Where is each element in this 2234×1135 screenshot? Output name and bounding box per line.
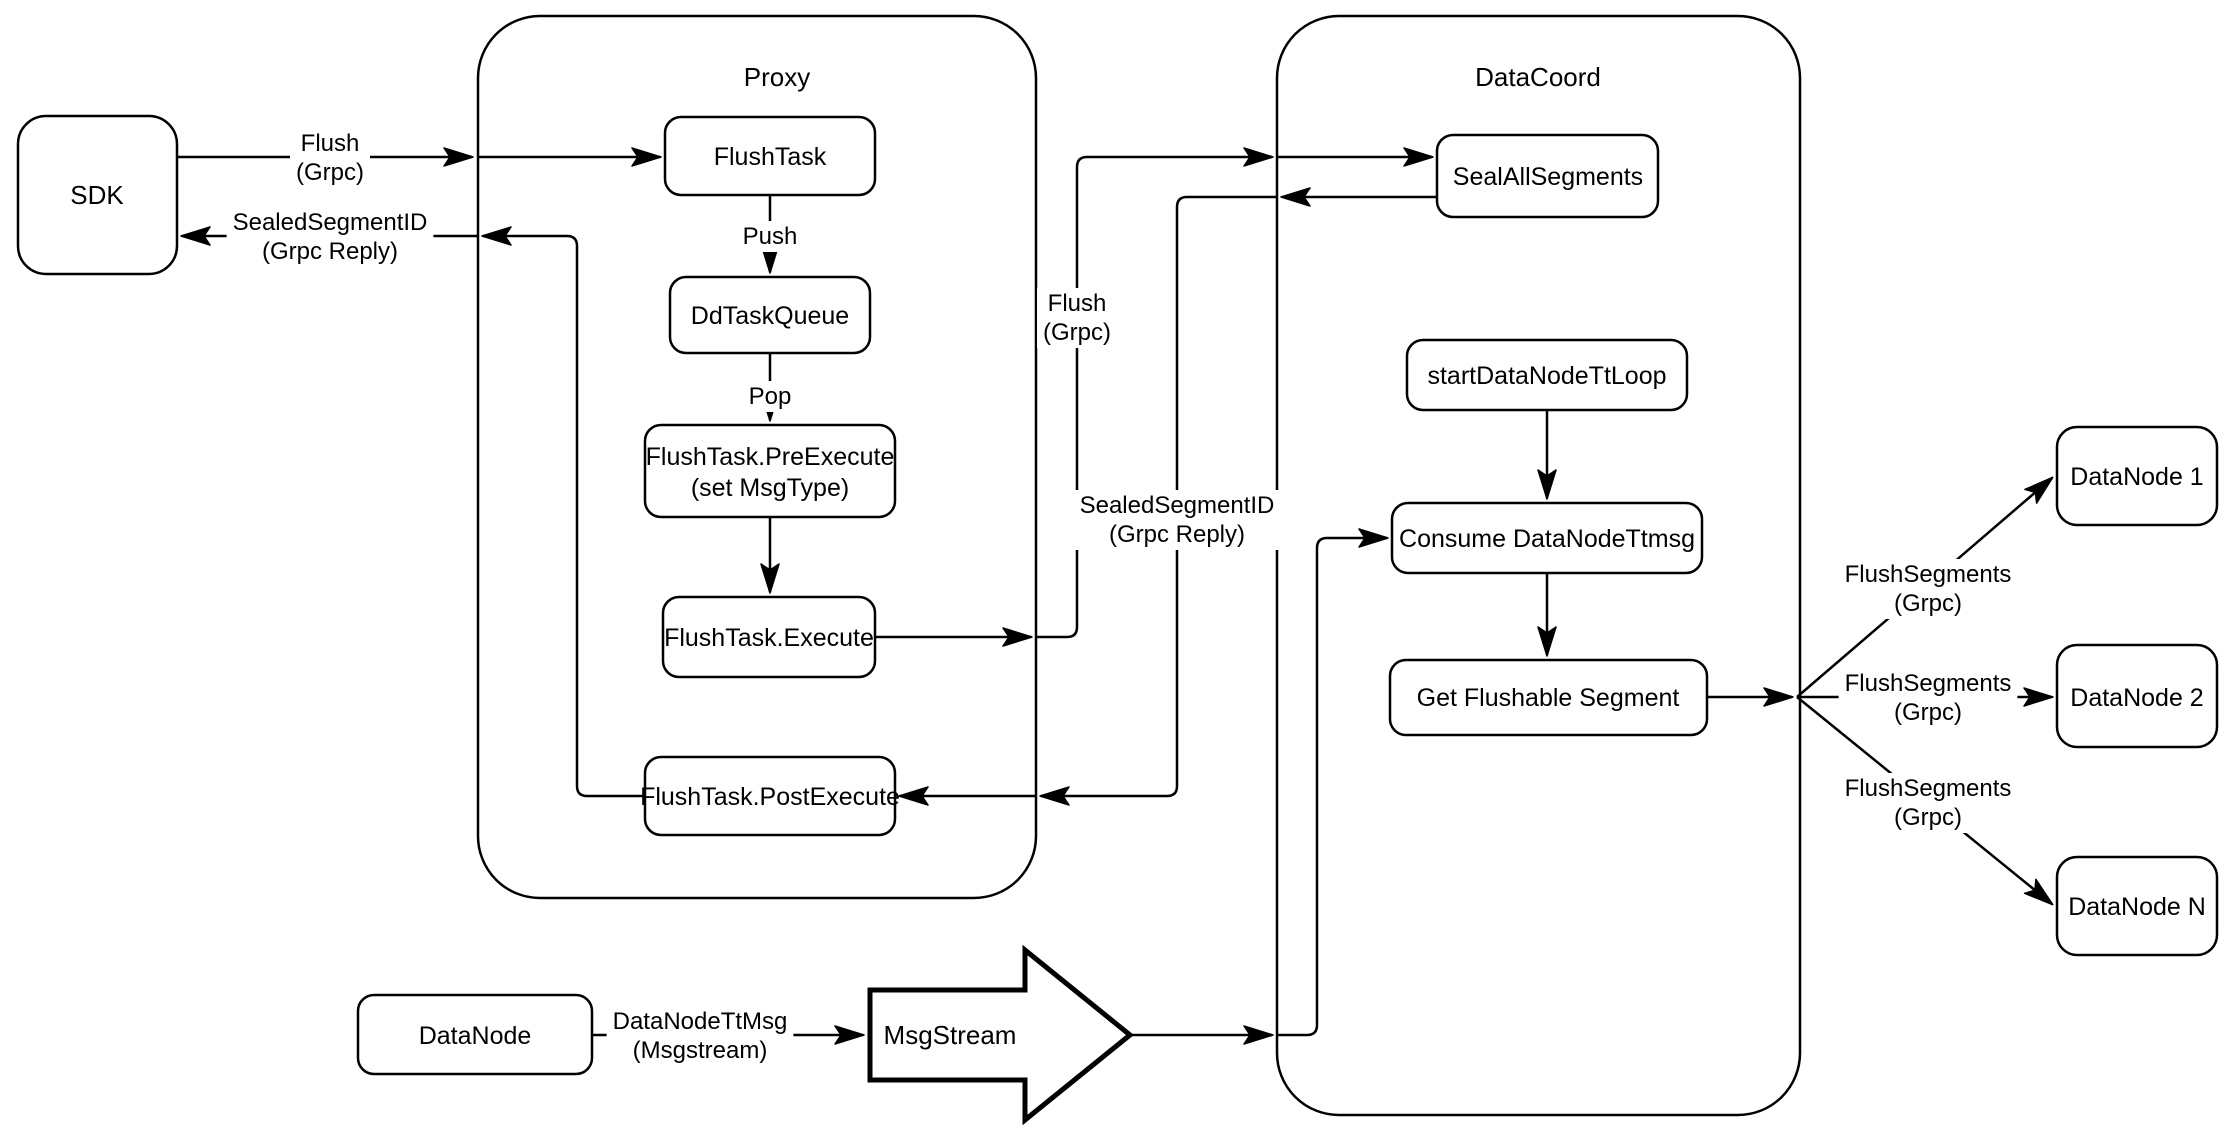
node-msgstream-arrow-shape xyxy=(867,944,1134,1126)
proxy-container: Proxy xyxy=(476,14,1038,900)
edge-label-flush-grpc-sdk-line2: (Grpc) xyxy=(296,159,364,186)
edge-label-sealedsegmentid-sdk-line2: (Grpc Reply) xyxy=(262,238,398,265)
node-flushtask-postexecute-label: FlushTask.PostExecute xyxy=(640,783,900,811)
edge-label-sealedsegmentid-sdk-line1: SealedSegmentID xyxy=(233,209,428,236)
node-flushtask-postexecute-box xyxy=(643,755,897,837)
node-flushtask-execute-label: FlushTask.Execute xyxy=(664,624,874,652)
node-consume-datanodettmsg-label: Consume DataNodeTtmsg xyxy=(1399,525,1695,553)
node-datanode1-box xyxy=(2055,425,2219,527)
node-datanode2-box xyxy=(2055,643,2219,749)
edge-label-background xyxy=(1037,288,1117,348)
node-consume-datanodettmsg-box xyxy=(1390,501,1704,575)
node-flushtask-execute-box xyxy=(661,595,877,679)
node-datanode2: DataNode 2 xyxy=(2055,643,2219,749)
edge-label-background xyxy=(226,207,434,267)
node-msgstream-label: MsgStream xyxy=(884,1020,1017,1050)
node-getflushablesegment-box xyxy=(1388,658,1709,737)
node-flushtask-preexecute-box xyxy=(643,423,897,519)
datacoord-container: DataCoord xyxy=(1275,14,1802,1117)
edge-label-background xyxy=(742,381,798,412)
node-sealallsegments: SealAllSegments xyxy=(1435,133,1660,219)
edge-label-background xyxy=(290,128,370,188)
edge-label-flushsegments-2-line1: FlushSegments xyxy=(1845,670,2012,697)
edge-label-flush-grpc-mid-line2: (Grpc) xyxy=(1043,319,1111,346)
datacoord-container-title: DataCoord xyxy=(1475,62,1601,92)
edge-label-background xyxy=(1838,559,2018,619)
node-flushtask: FlushTask xyxy=(663,115,877,197)
edge-label-pop: Pop xyxy=(742,381,798,412)
node-datanoden-label: DataNode N xyxy=(2068,893,2206,921)
edge-label-sealedsegmentid-mid: SealedSegmentID (Grpc Reply) xyxy=(1073,490,1281,550)
node-datanoden: DataNode N xyxy=(2055,855,2219,957)
node-sdk: SDK xyxy=(16,114,179,276)
node-sealallsegments-box xyxy=(1435,133,1660,219)
edge-label-datanodettmsg: DataNodeTtMsg (Msgstream) xyxy=(606,1006,794,1066)
node-flushtask-preexecute-label-line2: (set MsgType) xyxy=(691,474,849,502)
edge-label-flushsegments-n: FlushSegments (Grpc) xyxy=(1838,773,2018,833)
edge-label-push: Push xyxy=(736,221,804,252)
node-sealallsegments-label: SealAllSegments xyxy=(1453,163,1643,191)
node-startdatanodettloop-box xyxy=(1405,338,1689,412)
edge-label-pop-text: Pop xyxy=(749,383,792,410)
node-ddtaskqueue-box xyxy=(668,275,872,355)
node-datanode1: DataNode 1 xyxy=(2055,425,2219,527)
edge-label-sealedsegmentid-mid-line2: (Grpc Reply) xyxy=(1109,521,1245,548)
proxy-container-frame xyxy=(476,14,1038,900)
edge-label-flushsegments-1-line1: FlushSegments xyxy=(1845,561,2012,588)
edge-label-background xyxy=(606,1006,794,1066)
edge-label-datanodettmsg-line2: (Msgstream) xyxy=(633,1037,768,1064)
edge-label-flush-grpc-sdk-line1: Flush xyxy=(301,130,360,157)
node-getflushablesegment: Get Flushable Segment xyxy=(1388,658,1709,737)
proxy-container-title: Proxy xyxy=(744,62,810,92)
edge-label-background xyxy=(1073,490,1281,550)
node-flushtask-preexecute-label-line1: FlushTask.PreExecute xyxy=(646,443,895,471)
edge-flush-grpc-to-datacoord xyxy=(1036,147,1274,639)
edge-label-datanodettmsg-line1: DataNodeTtMsg xyxy=(613,1008,788,1035)
node-datanode2-label: DataNode 2 xyxy=(2070,684,2203,712)
node-datanode-bottom-box xyxy=(356,993,594,1076)
node-sdk-box xyxy=(16,114,179,276)
node-flushtask-postexecute: FlushTask.PostExecute xyxy=(640,755,900,837)
node-flushtask-execute: FlushTask.Execute xyxy=(661,595,877,679)
node-startdatanodettloop-label: startDataNodeTtLoop xyxy=(1427,362,1666,390)
edge-label-background xyxy=(1838,773,2018,833)
edge-label-flushsegments-n-line2: (Grpc) xyxy=(1894,804,1962,831)
node-startdatanodettloop: startDataNodeTtLoop xyxy=(1405,338,1689,412)
edge-label-sealedsegmentid-mid-line1: SealedSegmentID xyxy=(1080,492,1275,519)
node-sdk-label: SDK xyxy=(70,180,124,210)
node-consume-datanodettmsg: Consume DataNodeTtmsg xyxy=(1390,501,1704,575)
node-ddtaskqueue-label: DdTaskQueue xyxy=(691,302,849,330)
edge-postexecute-to-proxy-edge xyxy=(481,226,645,798)
edge-label-flushsegments-2: FlushSegments (Grpc) xyxy=(1838,668,2018,728)
node-datanode1-label: DataNode 1 xyxy=(2070,463,2203,491)
node-datanoden-box xyxy=(2055,855,2219,957)
node-datanode-bottom: DataNode xyxy=(356,993,594,1076)
datacoord-container-frame xyxy=(1275,14,1802,1117)
edge-label-background xyxy=(736,221,804,252)
edge-label-sealedsegmentid-sdk: SealedSegmentID (Grpc Reply) xyxy=(226,207,434,267)
nodes: SDK FlushTask DdTaskQueue FlushTask.PreE… xyxy=(16,114,2219,1126)
edge-label-flush-grpc-mid: Flush (Grpc) xyxy=(1037,288,1117,348)
node-flushtask-preexecute: FlushTask.PreExecute (set MsgType) xyxy=(643,423,897,519)
node-flushtask-label: FlushTask xyxy=(714,143,827,171)
node-msgstream: MsgStream xyxy=(867,944,1134,1126)
node-ddtaskqueue: DdTaskQueue xyxy=(668,275,872,355)
edge-label-push-text: Push xyxy=(743,223,798,250)
node-getflushablesegment-label: Get Flushable Segment xyxy=(1417,684,1680,712)
edge-label-flushsegments-1: FlushSegments (Grpc) xyxy=(1838,559,2018,619)
edge-label-background xyxy=(1838,668,2018,728)
edge-label-flushsegments-1-line2: (Grpc) xyxy=(1894,590,1962,617)
edge-label-flush-grpc-mid-line1: Flush xyxy=(1048,290,1107,317)
node-flushtask-box xyxy=(663,115,877,197)
edge-label-flushsegments-n-line1: FlushSegments xyxy=(1845,775,2012,802)
edge-label-flushsegments-2-line2: (Grpc) xyxy=(1894,699,1962,726)
edge-datacoord-edge-to-consume xyxy=(1277,528,1389,1037)
node-datanode-bottom-label: DataNode xyxy=(419,1022,532,1050)
edge-label-flush-grpc-sdk: Flush (Grpc) xyxy=(290,128,370,188)
